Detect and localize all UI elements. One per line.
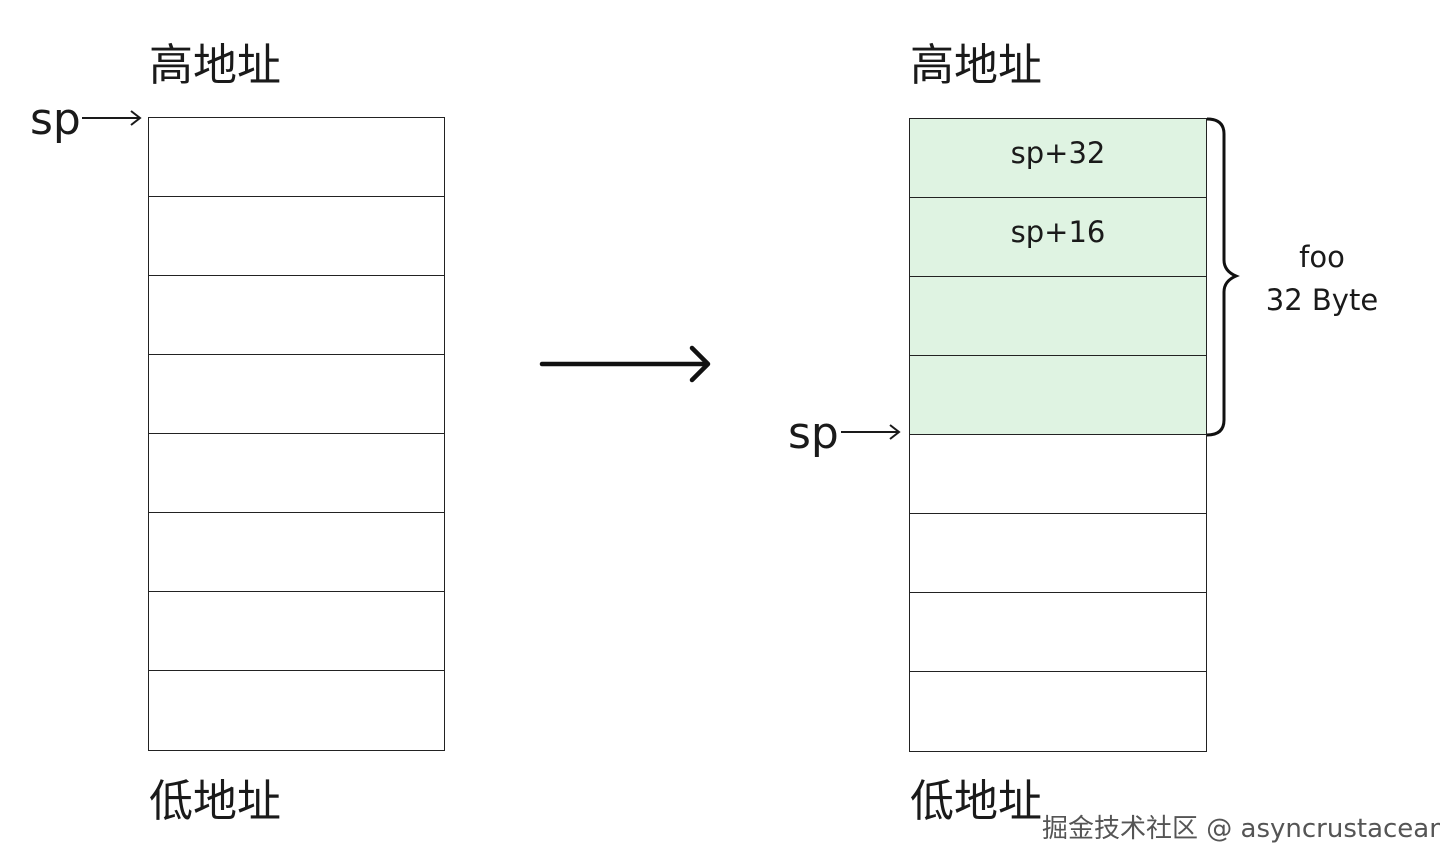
right-low-address-label: 低地址 bbox=[910, 776, 1042, 827]
stack-cell bbox=[910, 277, 1206, 356]
frame-size: 32 Byte bbox=[1265, 283, 1379, 317]
stack-cell bbox=[149, 513, 444, 592]
right-memory-stack: sp+32 sp+16 bbox=[909, 118, 1207, 752]
watermark: 掘金技术社区 @ asyncrustacean bbox=[1042, 814, 1440, 844]
stack-cell bbox=[910, 514, 1206, 593]
frame-size-label: foo 32 Byte bbox=[1262, 236, 1382, 322]
function-name: foo bbox=[1299, 240, 1345, 274]
transition-arrow-icon bbox=[539, 345, 711, 383]
left-sp-arrow-icon bbox=[82, 110, 142, 126]
stack-cell bbox=[149, 355, 444, 434]
stack-cell bbox=[910, 356, 1206, 435]
right-high-address-label: 高地址 bbox=[910, 40, 1042, 91]
stack-cell bbox=[149, 592, 444, 671]
stack-cell bbox=[149, 276, 444, 355]
stack-cell-sp-plus-16: sp+16 bbox=[910, 198, 1206, 277]
stack-cell bbox=[149, 434, 444, 513]
left-high-address-label: 高地址 bbox=[149, 40, 281, 91]
stack-cell bbox=[910, 435, 1206, 514]
cell-label: sp+16 bbox=[1010, 215, 1106, 249]
stack-cell-sp-plus-32: sp+32 bbox=[910, 119, 1206, 198]
right-sp-label: sp bbox=[788, 408, 839, 459]
right-sp-arrow-icon bbox=[841, 424, 901, 440]
stack-cell bbox=[149, 197, 444, 276]
stack-cell bbox=[910, 593, 1206, 672]
cell-label: sp+32 bbox=[1010, 136, 1106, 170]
stack-cell bbox=[149, 118, 444, 197]
left-low-address-label: 低地址 bbox=[149, 776, 281, 827]
curly-brace-icon bbox=[1206, 117, 1240, 437]
left-memory-stack bbox=[148, 117, 445, 751]
left-sp-label: sp bbox=[30, 94, 81, 145]
